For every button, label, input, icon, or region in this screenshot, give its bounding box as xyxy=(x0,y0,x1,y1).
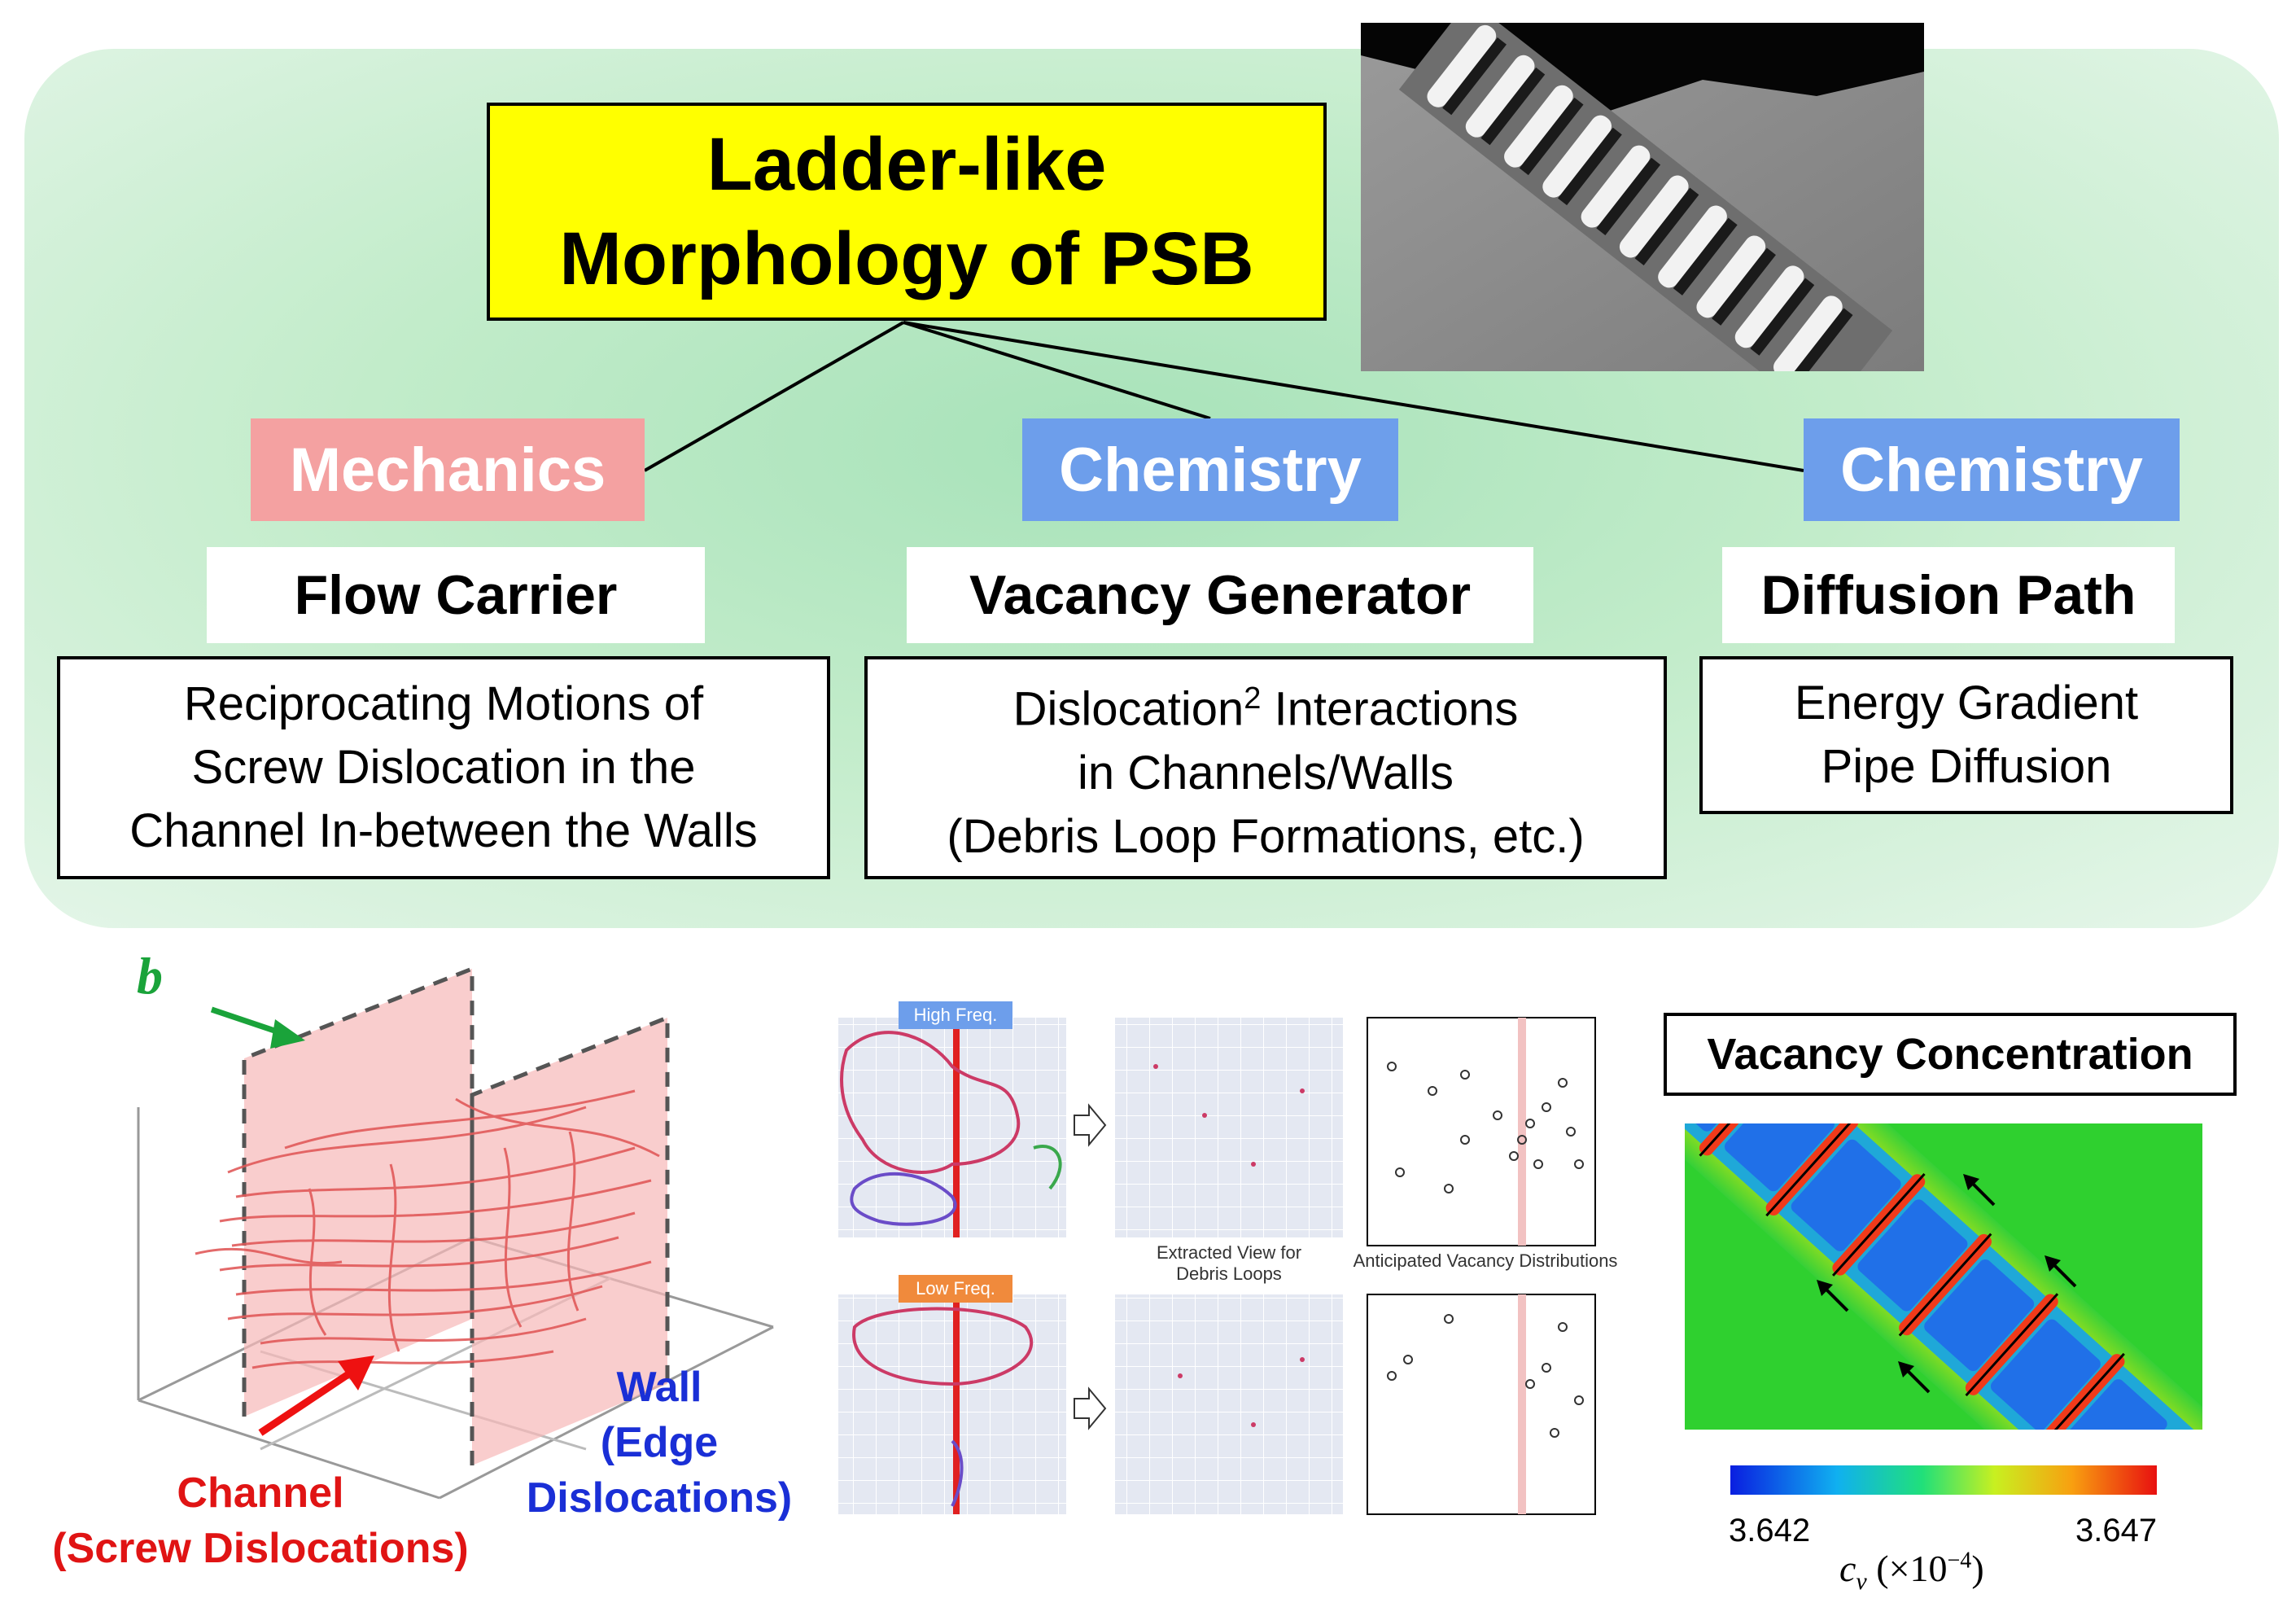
wall-label-line: Wall xyxy=(616,1364,702,1411)
unit-close: ) xyxy=(1971,1548,1984,1589)
description-vacancy-generator: Dislocation2 Interactions in Channels/Wa… xyxy=(864,656,1667,879)
description-flow-carrier: Reciprocating Motions of Screw Dislocati… xyxy=(57,656,830,879)
burgers-label: b xyxy=(137,947,163,1005)
description-line: Energy Gradient xyxy=(1794,677,2139,729)
description-line: Screw Dislocation in the xyxy=(191,741,696,794)
unit-symbol: c xyxy=(1839,1548,1856,1589)
title-box: Ladder-like Morphology of PSB xyxy=(487,103,1327,321)
dislocation-schematic: b xyxy=(137,947,774,1500)
vacancy-concentration-title: Vacancy Concentration xyxy=(1664,1013,2237,1096)
wall-label-line: Dislocations) xyxy=(526,1474,793,1522)
unit-exponent: −4 xyxy=(1947,1548,1972,1574)
tem-micrograph xyxy=(1361,23,1924,371)
channel-label-line: Channel xyxy=(177,1469,344,1517)
colorbar xyxy=(1730,1465,2157,1495)
extracted-view-line: Debris Loops xyxy=(1176,1264,1282,1284)
channel-label-line: (Screw Dislocations) xyxy=(52,1525,469,1572)
badge-low-freq: Low Freq. xyxy=(899,1275,1012,1303)
superscript: 2 xyxy=(1244,681,1262,716)
simulation-panels xyxy=(838,1017,1596,1515)
text-dislocation: Dislocation xyxy=(1012,682,1244,736)
unit-scale: (×10 xyxy=(1876,1548,1948,1589)
vacancy-concentration-map xyxy=(1685,1123,2202,1430)
subtitle-flow-carrier: Flow Carrier xyxy=(207,547,705,643)
tag-mechanics: Mechanics xyxy=(251,418,645,521)
subtitle-diffusion-path: Diffusion Path xyxy=(1722,547,2175,643)
tag-chemistry-diffusion: Chemistry xyxy=(1804,418,2180,521)
text-interactions: Interactions xyxy=(1261,682,1519,736)
description-line: in Channels/Walls xyxy=(1077,746,1454,799)
description-line: Pipe Diffusion xyxy=(1821,740,2112,793)
description-line: Reciprocating Motions of xyxy=(183,677,704,730)
description-diffusion-path: Energy Gradient Pipe Diffusion xyxy=(1699,656,2233,814)
title-line-1: Ladder-like xyxy=(706,123,1107,206)
colorbar-max: 3.647 xyxy=(2075,1513,2158,1548)
wall-label: Wall (Edge Dislocations) xyxy=(488,1360,830,1526)
badge-high-freq: High Freq. xyxy=(899,1001,1012,1029)
title-line-2: Morphology of PSB xyxy=(559,217,1254,300)
wall-label-line: (Edge xyxy=(600,1419,719,1466)
unit-subscript: v xyxy=(1856,1568,1867,1596)
tag-chemistry-vacancy: Chemistry xyxy=(1022,418,1398,521)
description-line: Dislocation2 Interactions xyxy=(1013,667,1519,741)
extracted-view-label: Extracted View for Debris Loops xyxy=(1107,1242,1351,1285)
description-line: (Debris Loop Formations, etc.) xyxy=(947,809,1585,863)
subtitle-vacancy-generator: Vacancy Generator xyxy=(907,547,1533,643)
colorbar-min: 3.642 xyxy=(1729,1513,1811,1548)
extracted-view-line: Extracted View for xyxy=(1156,1242,1302,1263)
anticipated-label: Anticipated Vacancy Distributions xyxy=(1353,1250,1618,1271)
colorbar-unit: cv (×10−4) xyxy=(1839,1547,2084,1596)
channel-label: Channel (Screw Dislocations) xyxy=(16,1465,505,1576)
simulation-figure: High Freq. Low Freq. Extracted View for … xyxy=(830,1001,1644,1522)
description-line: Channel In-between the Walls xyxy=(129,804,758,857)
